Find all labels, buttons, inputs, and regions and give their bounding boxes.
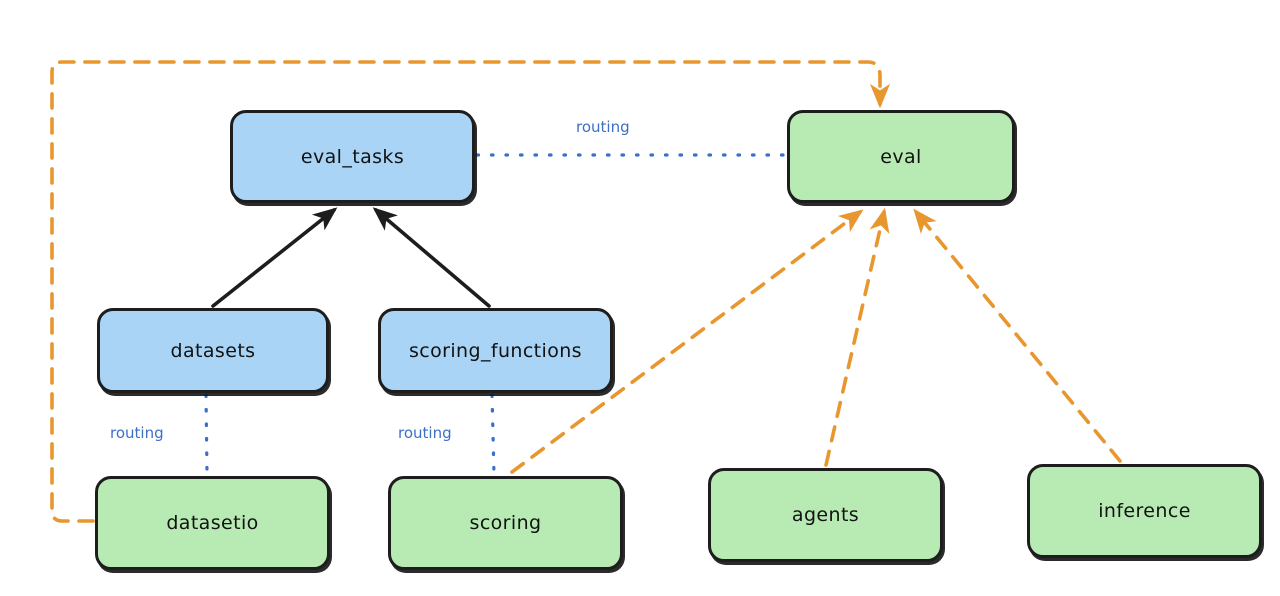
edge-datasets-datasetio	[204, 393, 209, 476]
edge-scoring_functions-eval_tasks	[372, 207, 491, 308]
node-label: eval_tasks	[300, 145, 405, 168]
node-label: scoring_functions	[409, 339, 582, 362]
node-label: inference	[1098, 500, 1191, 522]
node-eval[interactable]: eval	[787, 110, 1015, 203]
edge-datasetio-eval	[50, 60, 891, 523]
edge-inference-eval	[913, 208, 1122, 463]
node-label: datasets	[170, 339, 256, 362]
node-scoring-functions[interactable]: scoring_functions	[378, 308, 613, 393]
node-eval-tasks[interactable]: eval_tasks	[230, 110, 475, 203]
node-scoring[interactable]: scoring	[388, 476, 623, 570]
edge-agents-eval	[824, 207, 890, 467]
node-label: scoring	[469, 512, 542, 534]
edge-datasets-eval_tasks	[211, 207, 338, 308]
edge-label-routing-eval: routing	[576, 118, 630, 136]
node-label: eval	[880, 145, 922, 168]
edge-scoring_functions-scoring	[490, 393, 496, 476]
edge-label-routing-scoring: routing	[398, 424, 452, 442]
node-label: datasetio	[166, 512, 259, 534]
node-datasets[interactable]: datasets	[97, 308, 329, 393]
node-label: agents	[791, 504, 860, 526]
edge-label-routing-datasetio: routing	[110, 424, 164, 442]
edge-scoring-eval	[510, 209, 864, 474]
node-agents[interactable]: agents	[708, 468, 943, 562]
node-inference[interactable]: inference	[1027, 464, 1262, 558]
node-datasetio[interactable]: datasetio	[95, 476, 330, 570]
